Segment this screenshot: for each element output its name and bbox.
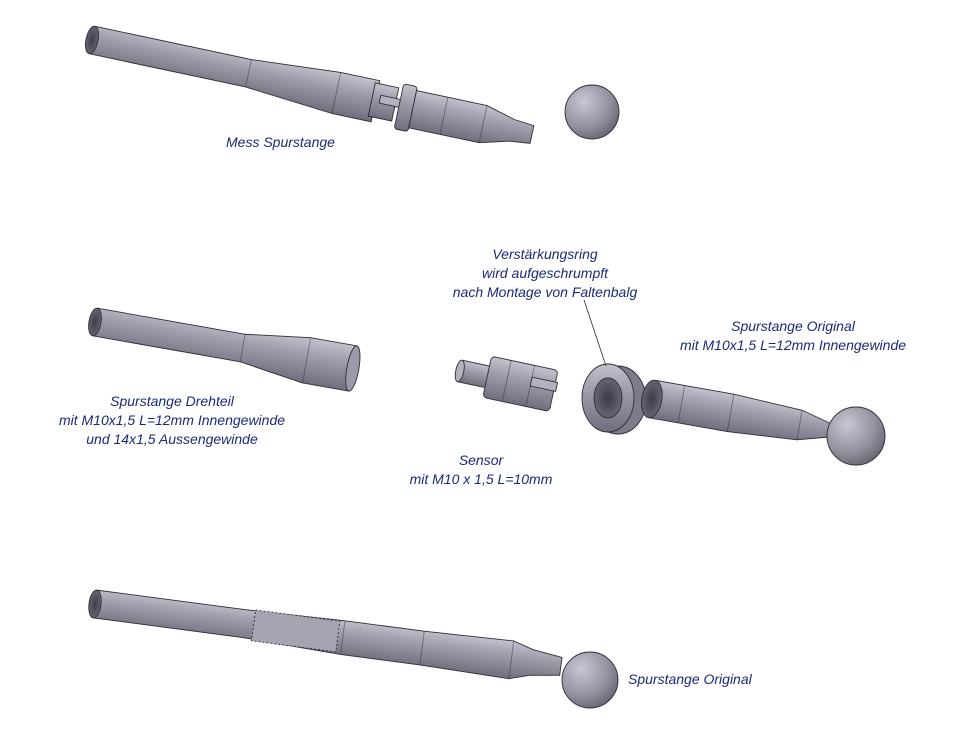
label-sensor-line2: mit M10 x 1,5 L=10mm — [409, 471, 553, 487]
reinforcement-ring — [581, 363, 647, 435]
label-original-part-line2: mit M10x1,5 L=12mm Innengewinde — [679, 337, 907, 353]
original-full-assembly — [88, 589, 619, 709]
label-mess-spurstange: Mess Spurstange — [226, 134, 335, 150]
label-ring-line2: wird aufgeschrumpft — [481, 265, 609, 281]
label-drehteil-line3: und 14x1,5 Aussengewinde — [86, 431, 258, 447]
mess-spurstange-assembly — [84, 25, 620, 144]
label-original-part: Spurstange Original mit M10x1,5 L=12mm I… — [668, 317, 918, 355]
label-drehteil: Spurstange Drehteil mit M10x1,5 L=12mm I… — [52, 392, 292, 449]
ring-hole — [593, 377, 623, 419]
label-sensor: Sensor mit M10 x 1,5 L=10mm — [396, 451, 566, 489]
label-drehteil-line1: Spurstange Drehteil — [110, 393, 234, 409]
ring-leader-line — [583, 299, 607, 367]
label-original-full: Spurstange Original — [628, 671, 752, 687]
label-ring-line1: Verstärkungsring — [492, 246, 598, 262]
sensor-pin — [529, 376, 559, 392]
drehteil-part — [88, 307, 361, 392]
original-part-ball-joint — [826, 406, 886, 466]
label-original-part-line1: Spurstange Original — [731, 318, 855, 334]
drehteil-end-face — [88, 307, 102, 337]
label-reinforcement-ring: Verstärkungsring wird aufgeschrumpft nac… — [440, 245, 650, 302]
sensor-part — [454, 356, 559, 412]
label-drehteil-line2: mit M10x1,5 L=12mm Innengewinde — [58, 412, 286, 428]
mess-rod-shaft — [88, 25, 381, 123]
drehteil-shaft — [92, 307, 358, 392]
original-part — [640, 379, 886, 466]
original-part-thread-hole — [640, 379, 663, 419]
original-full-end-face — [88, 589, 102, 619]
mess-ball-joint — [564, 84, 620, 140]
label-ring-line3: nach Montage von Faltenbalg — [452, 284, 638, 300]
label-sensor-line1: Sensor — [458, 452, 504, 468]
original-full-thread — [251, 609, 341, 653]
mess-original-part — [408, 90, 535, 144]
original-full-ball-joint — [561, 651, 619, 709]
mess-rod-end-face — [84, 25, 100, 55]
